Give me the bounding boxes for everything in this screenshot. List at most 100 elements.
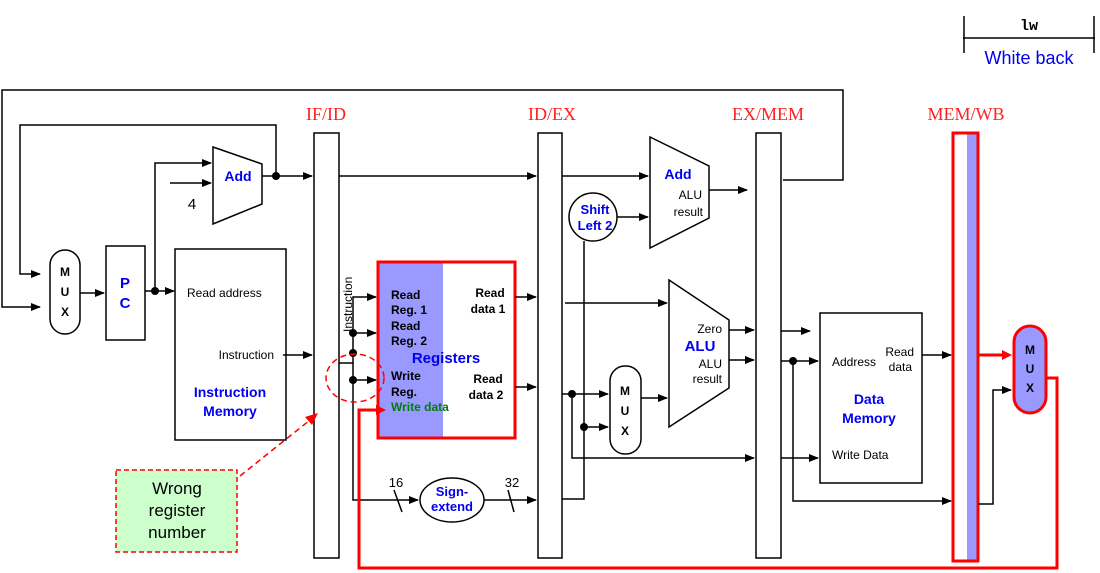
stage-label-if-id: IF/ID: [306, 104, 346, 124]
branch-adder-shape: [649, 135, 710, 250]
read-data1-label: Read: [475, 286, 504, 300]
pc-adder-shape: [212, 145, 263, 226]
alu: Zero ALU ALU result: [668, 278, 730, 429]
sign-extend-label: extend: [431, 499, 473, 514]
pc-mux-letter: U: [61, 285, 70, 299]
shift-left-2: Shift Left 2: [568, 192, 618, 242]
wrong-register-note: Wrong register number: [115, 469, 238, 553]
bus-width-32: 32: [505, 475, 519, 490]
pc-mux-letter: X: [61, 305, 69, 319]
instruction-memory: Read address Instruction Instruction Mem…: [174, 248, 287, 441]
wb-mux-letter: U: [1026, 362, 1035, 376]
writeback-mux: M U X: [1012, 324, 1048, 415]
highlight-circle: [325, 353, 385, 403]
read-reg2-label: Read: [391, 319, 420, 333]
branch-adder-label: Add: [664, 166, 691, 182]
alu-title: ALU: [685, 338, 716, 355]
alu-mux-letter: M: [620, 384, 630, 398]
dmem-address-label: Address: [832, 355, 876, 369]
imem-title: Instruction: [194, 384, 266, 400]
register-file-active-fill: [378, 262, 443, 438]
branch-adder-result-label: ALU: [679, 188, 702, 202]
alu-mux-letter: X: [621, 424, 629, 438]
junction-dot: [349, 376, 357, 384]
registers-title: Registers: [412, 350, 480, 367]
pc-mux: M U X: [49, 249, 81, 335]
data-memory: Address Read data Data Memory Write Data: [819, 312, 923, 484]
pc-box: [105, 245, 146, 341]
read-reg1-label: Reg. 1: [391, 303, 427, 317]
dmem-read-data-label: data: [889, 360, 913, 374]
pipeline-register-id-ex: [537, 132, 563, 559]
wire-imm-to-sign-extend: [352, 363, 419, 504]
stage-label-ex-mem: EX/MEM: [732, 104, 804, 124]
write-data-label: Write data: [391, 400, 449, 414]
pc-mux-letter: M: [60, 265, 70, 279]
pc-adder-label: Add: [224, 168, 251, 184]
shift-left-shape: [568, 192, 618, 242]
sign-extend-label: Sign-: [436, 484, 469, 499]
imem-box: [174, 248, 287, 441]
pipeline-register-mem-wb: [951, 131, 980, 563]
dmem-read-data-label: Read: [885, 345, 914, 359]
wire-read-data2-to-ex-mem: [571, 394, 755, 462]
wire-pc-to-adder: [154, 159, 212, 290]
wb-mux-letter: X: [1026, 381, 1034, 395]
read-data2-label: data 2: [469, 388, 504, 402]
alu-shape: [668, 278, 730, 429]
note-text: register: [149, 501, 206, 520]
read-reg1-label: Read: [391, 288, 420, 302]
note-box: [115, 469, 238, 553]
alu-mux-letter: U: [621, 404, 630, 418]
shift-left-label: Left 2: [578, 218, 613, 233]
wire-alu-result-to-wb-mux: [978, 386, 1012, 505]
wire-pc-plus-4-feedback: [19, 124, 277, 278]
register-file: Read Reg. 1 Read Reg. 2 Registers Write …: [376, 260, 517, 440]
wb-mux-arrowhead: [1002, 350, 1012, 360]
wire-branch-target: [1, 89, 844, 311]
dmem-write-data-label: Write Data: [832, 448, 889, 462]
sign-extend-unit: Sign- extend: [419, 477, 485, 523]
bus-width-tick: [507, 489, 515, 513]
wire-writeback-data: [357, 376, 1059, 570]
pipeline-register-ex-mem: [755, 132, 782, 559]
junction-dot: [151, 287, 159, 295]
shift-left-label: Shift: [581, 202, 611, 217]
read-reg2-label: Reg. 2: [391, 334, 427, 348]
pc-adder: Add: [212, 145, 263, 226]
wire-alu-result-to-mem-wb: [792, 361, 952, 505]
imem-instruction-label: Instruction: [219, 348, 274, 362]
stage-legend: lw White back: [963, 16, 1095, 68]
bus-width-tick: [393, 489, 403, 513]
legend-stage: White back: [984, 48, 1074, 68]
junction-dot: [349, 349, 357, 357]
pc-label: C: [120, 295, 131, 312]
junction-dot: [349, 329, 357, 337]
alu-result-label: ALU: [699, 357, 722, 371]
dmem-title: Memory: [842, 410, 896, 426]
program-counter: P C: [105, 245, 146, 341]
junction-dot: [580, 423, 588, 431]
alu-src-mux: M U X: [609, 365, 642, 455]
pc-mux-shape: [49, 249, 81, 335]
annotation-arrowhead: [305, 413, 318, 425]
bus-width-16: 16: [389, 475, 403, 490]
stage-label-mem-wb: MEM/WB: [927, 104, 1004, 124]
write-reg-label: Reg.: [391, 385, 417, 399]
write-reg-label: Write: [391, 369, 421, 383]
branch-adder: Add ALU result: [649, 135, 710, 250]
writeback-arrowhead: [376, 405, 386, 415]
note-text: number: [148, 523, 206, 542]
mem-wb-active-fill: [967, 133, 977, 561]
alu-mux-shape: [609, 365, 642, 455]
stage-label-id-ex: ID/EX: [528, 104, 576, 124]
junction-dot: [568, 390, 576, 398]
legend-instruction: lw: [1020, 18, 1038, 35]
instruction-bus-label: Instruction: [341, 277, 355, 332]
register-file-box: [376, 260, 517, 440]
pc-label: P: [120, 275, 130, 292]
branch-adder-result-label: result: [674, 205, 704, 219]
alu-zero-label: Zero: [697, 322, 722, 336]
pipeline-register-if-id: [313, 132, 340, 559]
